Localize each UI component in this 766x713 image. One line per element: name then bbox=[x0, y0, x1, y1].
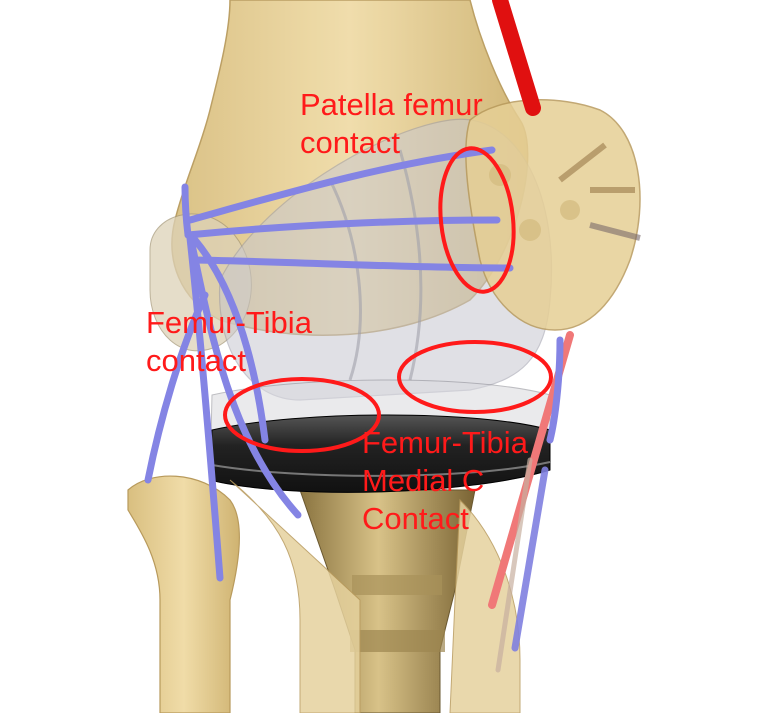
ligament bbox=[181, 183, 192, 239]
ligament bbox=[186, 231, 302, 519]
patella-bone bbox=[465, 99, 641, 331]
ligament-medial-lower bbox=[495, 457, 533, 673]
label-line: contact bbox=[300, 125, 400, 160]
patella-peg bbox=[560, 200, 580, 220]
ligament bbox=[191, 256, 514, 272]
femur-tibia-contact-ellipse bbox=[223, 377, 381, 453]
ligament bbox=[144, 291, 209, 484]
label-line: Femur-Tibia bbox=[362, 425, 528, 460]
tibial-stem-ring bbox=[350, 630, 445, 652]
ligament bbox=[186, 146, 496, 224]
ligament-medial-lower bbox=[511, 466, 549, 652]
implant-groove bbox=[398, 149, 423, 381]
tibial-stem-ring bbox=[352, 575, 442, 595]
fibula-bone bbox=[127, 475, 241, 713]
tibia-bone bbox=[229, 479, 361, 713]
label-line: Contact bbox=[362, 501, 469, 536]
label-line: Medial C bbox=[362, 463, 485, 498]
femur-tibia-contact-label: Femur-Tibia contact bbox=[146, 304, 312, 380]
patella-peg-rod bbox=[558, 142, 607, 183]
ligament bbox=[191, 236, 269, 444]
patella-femur-contact-ellipse bbox=[438, 146, 516, 294]
patella-femur-contact-label: Patella femur contact bbox=[300, 86, 483, 162]
tibia-bone bbox=[449, 498, 521, 713]
ligament bbox=[186, 234, 224, 582]
ligament-group bbox=[144, 146, 564, 582]
label-line: Femur-Tibia bbox=[146, 305, 312, 340]
patella-peg bbox=[519, 219, 541, 241]
ligament bbox=[546, 336, 564, 444]
femur-tibia-medial-contact-label: Femur-Tibia Medial C Contact bbox=[362, 424, 528, 538]
patella-peg-rod bbox=[589, 222, 641, 241]
implant-groove bbox=[328, 179, 362, 381]
tibial-tray-edge bbox=[211, 461, 551, 477]
ligament bbox=[184, 216, 501, 239]
label-line: Patella femur bbox=[300, 87, 483, 122]
label-line: contact bbox=[146, 343, 246, 378]
medial-contact-ellipse bbox=[397, 340, 553, 414]
quadriceps-tendon bbox=[492, 0, 541, 116]
